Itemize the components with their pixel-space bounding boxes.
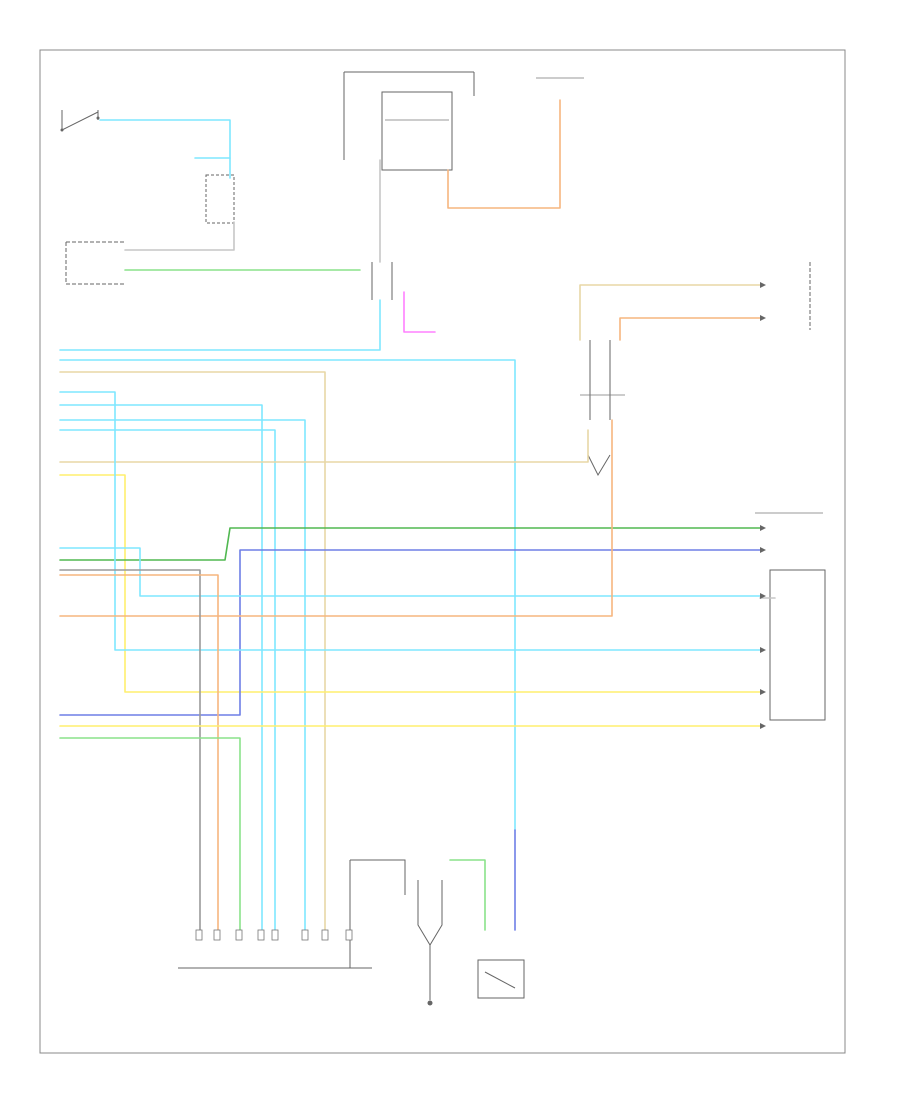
wire-tan-1 — [59, 371, 326, 931]
bottom-connector-pins — [195, 929, 353, 941]
wire-gray-2 — [59, 569, 201, 931]
wire-ltblu-6 — [59, 429, 276, 931]
wire-orange-right — [619, 317, 761, 341]
wire-tan-long — [59, 429, 589, 463]
top-left-switch — [60, 110, 100, 132]
right-mid-switch — [580, 340, 625, 477]
wire-ltblu-branch — [59, 547, 761, 597]
bottom-right-switch — [477, 959, 525, 999]
wire-yellow-1 — [59, 474, 761, 693]
small-relay-box — [205, 174, 235, 224]
wire-ltblu-3 — [59, 299, 381, 351]
wire-pink — [403, 291, 436, 333]
right-sensor-module — [755, 512, 826, 721]
wire-ltblu-right — [59, 391, 761, 651]
wire-orange-top — [447, 99, 561, 209]
wire-ltgrn-junction — [449, 859, 486, 931]
body-control-module — [65, 241, 125, 285]
wire-tan-right — [579, 284, 761, 341]
wire-gray-bcm — [124, 221, 235, 251]
diagram-frame — [39, 49, 846, 1054]
wire-orange-2 — [59, 574, 219, 931]
wire-blue-long — [59, 549, 761, 716]
mid-connector — [371, 262, 393, 300]
wire-ltblu-4 — [59, 404, 263, 931]
wire-ltblu-1 — [99, 119, 231, 179]
top-center-module — [343, 71, 475, 171]
wire-ltblu-long — [59, 359, 516, 831]
wire-orange-across — [59, 419, 613, 617]
wire-green-long — [59, 527, 761, 561]
wire-ltblu-5 — [59, 419, 306, 931]
right-connector-arrows — [760, 282, 766, 729]
wire-ltgrn-bottom — [59, 737, 241, 931]
bottom-y-junction — [349, 859, 443, 1006]
